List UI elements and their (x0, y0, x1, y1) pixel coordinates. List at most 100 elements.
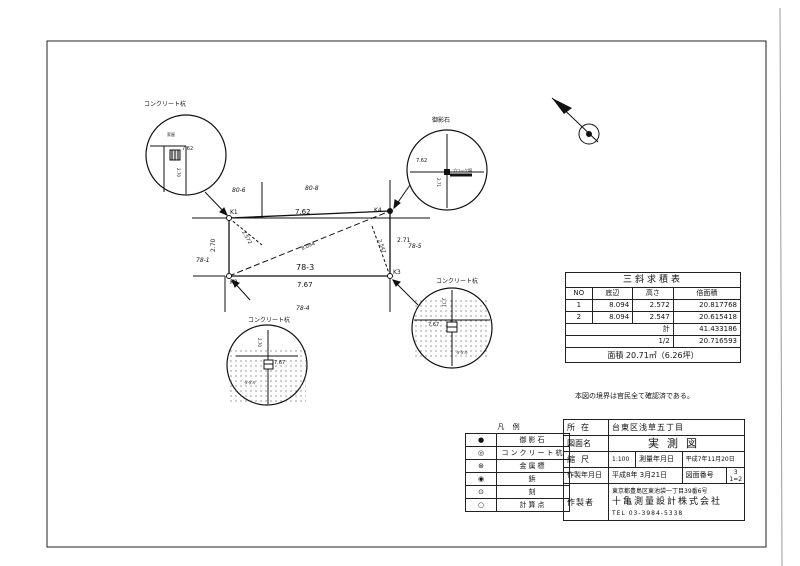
callout-tr-title: 御影石 (432, 116, 450, 124)
callout-br-measure: 7.67 (428, 322, 439, 328)
dim-height-b: 2.547 (376, 239, 387, 255)
area-row1-double: 20.817768 (672, 299, 742, 312)
area-header-double: 倍面積 (672, 287, 742, 300)
legend-label: 計算点 (496, 498, 570, 512)
maker-block: 東京都豊島区東池袋一丁目39番6号 十亀測量設計株式会社 TEL 03-3984… (608, 483, 745, 521)
dim-left: 2.70 (210, 238, 217, 252)
calc-point-icon: ○ (465, 498, 497, 512)
survey-date-value: 平成7年11月20日 (681, 451, 746, 468)
concrete-stake-icon: ◎ (465, 446, 497, 460)
table-row: 計 41.433186 (565, 323, 742, 336)
created-value: 平成8年 3月21日 (608, 467, 683, 484)
drawing-number-sub: 1=2 (729, 475, 743, 483)
neighbor-top-center: 80-8 (305, 185, 319, 192)
area-header-base: 底辺 (591, 287, 634, 300)
dim-height-a: 2.572 (240, 230, 252, 245)
dim-diagonal: 8.094 (301, 241, 317, 252)
maker-name: 十亀測量設計株式会社 (612, 496, 723, 507)
maker-tel: TEL 03-3984-5338 (612, 509, 684, 517)
drawing-frame (46, 40, 767, 548)
table-row: 1/2 20.716593 (565, 335, 742, 348)
callout-bl-title: コンクリート杭 (248, 316, 290, 324)
area-half-value: 20.716593 (672, 335, 742, 348)
maker-address: 東京都豊島区東池袋一丁目39番6号 (612, 487, 708, 495)
maker-label: 作製者 (563, 483, 609, 521)
legend-label: 御影石 (496, 433, 570, 447)
legend-label: 鋲 (496, 472, 570, 486)
legend-item: ◎コンクリート杭 (465, 446, 570, 460)
location-label: 所在 (563, 419, 609, 436)
callout-tr-detail (406, 129, 488, 211)
metal-marker-icon: ⊛ (465, 459, 497, 473)
legend-item: ⊛金属標 (465, 459, 570, 473)
legend-item: ○計算点 (465, 498, 570, 512)
area-sum-value: 41.433186 (672, 323, 742, 336)
callout-tl-detail (145, 114, 227, 196)
lot-number-label: 78-3 (296, 263, 314, 272)
point-k3-label: K3 (393, 269, 401, 276)
title-label: 図面名 (563, 435, 609, 452)
area-row2-no: 2 (565, 311, 593, 324)
title-block: 所在 台東区浅草五丁目 図面名 実測図 縮尺 1:100 測量年月日 平成7年1… (563, 419, 746, 521)
area-row2-height: 2.547 (632, 311, 674, 324)
number-label: 図面番号 (681, 467, 728, 484)
callout-tl-title: コンクリート杭 (144, 100, 186, 108)
area-total: 面積 20.71㎡（6.26坪） (565, 347, 741, 363)
callout-tl-label: 家屋 (167, 131, 175, 137)
legend-label: コンクリート杭 (496, 446, 570, 460)
area-row1-no: 1 (565, 299, 593, 312)
area-row2-double: 20.615418 (672, 311, 742, 324)
created-label: 作製年月日 (563, 467, 609, 484)
north-arrow-icon (551, 97, 600, 145)
callout-bl-label: タタキ (244, 379, 256, 385)
drawing-number-value: 3 (733, 468, 738, 476)
area-half-label: 1/2 (565, 335, 674, 348)
neighbor-bottom: 78-4 (296, 305, 310, 312)
dim-top: 7.62 (295, 208, 311, 216)
table-row: 1 8.094 2.572 20.817768 (565, 299, 742, 312)
callout-tl-measure2: 2.70 (176, 168, 181, 177)
boundary-note: 本図の境界は官民全て確認済である。 (575, 391, 694, 400)
engraving-icon: ⊙ (465, 485, 497, 499)
area-row1-base: 8.094 (591, 299, 634, 312)
callout-bl-measure: 7.67 (274, 360, 285, 366)
point-k4-label: K4 (374, 207, 382, 214)
legend-table: ●御影石 ◎コンクリート杭 ⊛金属標 ◉鋲 ⊙刻 ○計算点 (465, 433, 570, 512)
area-row2-base: 8.094 (591, 311, 634, 324)
corner-k3-icon (387, 273, 393, 279)
drawing-title: 実測図 (608, 435, 745, 452)
legend-item: ●御影石 (465, 433, 570, 447)
callout-tr-measure2: 2.71 (436, 178, 441, 187)
callout-br-label: タタキ (456, 349, 468, 355)
callout-tr-measure: 7.62 (416, 158, 427, 164)
area-calculation-table: 三斜求積表 NO 底辺 高さ 倍面積 1 8.094 2.572 20.8177… (565, 272, 742, 363)
legend-item: ⊙刻 (465, 485, 570, 499)
scale-label: 縮尺 (563, 451, 609, 468)
rivet-icon: ◉ (465, 472, 497, 486)
survey-date-label: 測量年月日 (634, 451, 683, 468)
corner-k1-icon (226, 215, 232, 221)
callout-bl-measure2: 2.70 (257, 338, 262, 347)
dim-right: 2.71 (397, 237, 411, 244)
area-header-height: 高さ (632, 287, 674, 300)
area-row1-height: 2.572 (632, 299, 674, 312)
area-sum-label: 計 (565, 323, 674, 336)
callout-tl-measure: 7.62 (182, 146, 193, 152)
granite-marker-icon: ● (465, 433, 497, 447)
legend-title: 凡 例 (497, 423, 523, 431)
legend-label: 金属標 (496, 459, 570, 473)
callout-br-measure2: 2.71 (441, 298, 446, 307)
callout-bl-detail (226, 324, 308, 406)
lot-boundary (228, 210, 391, 277)
neighbor-right: 78-5 (408, 243, 422, 250)
neighbor-left: 78-1 (196, 257, 210, 264)
scan-edge (779, 7, 783, 566)
leader-lines (204, 181, 419, 306)
point-k2-label: K2 (230, 279, 238, 286)
table-row: 2 8.094 2.547 20.615418 (565, 311, 742, 324)
area-table-title: 三斜求積表 (565, 272, 741, 288)
location-value: 台東区浅草五丁目 (608, 419, 745, 436)
callout-br-detail (411, 287, 493, 369)
